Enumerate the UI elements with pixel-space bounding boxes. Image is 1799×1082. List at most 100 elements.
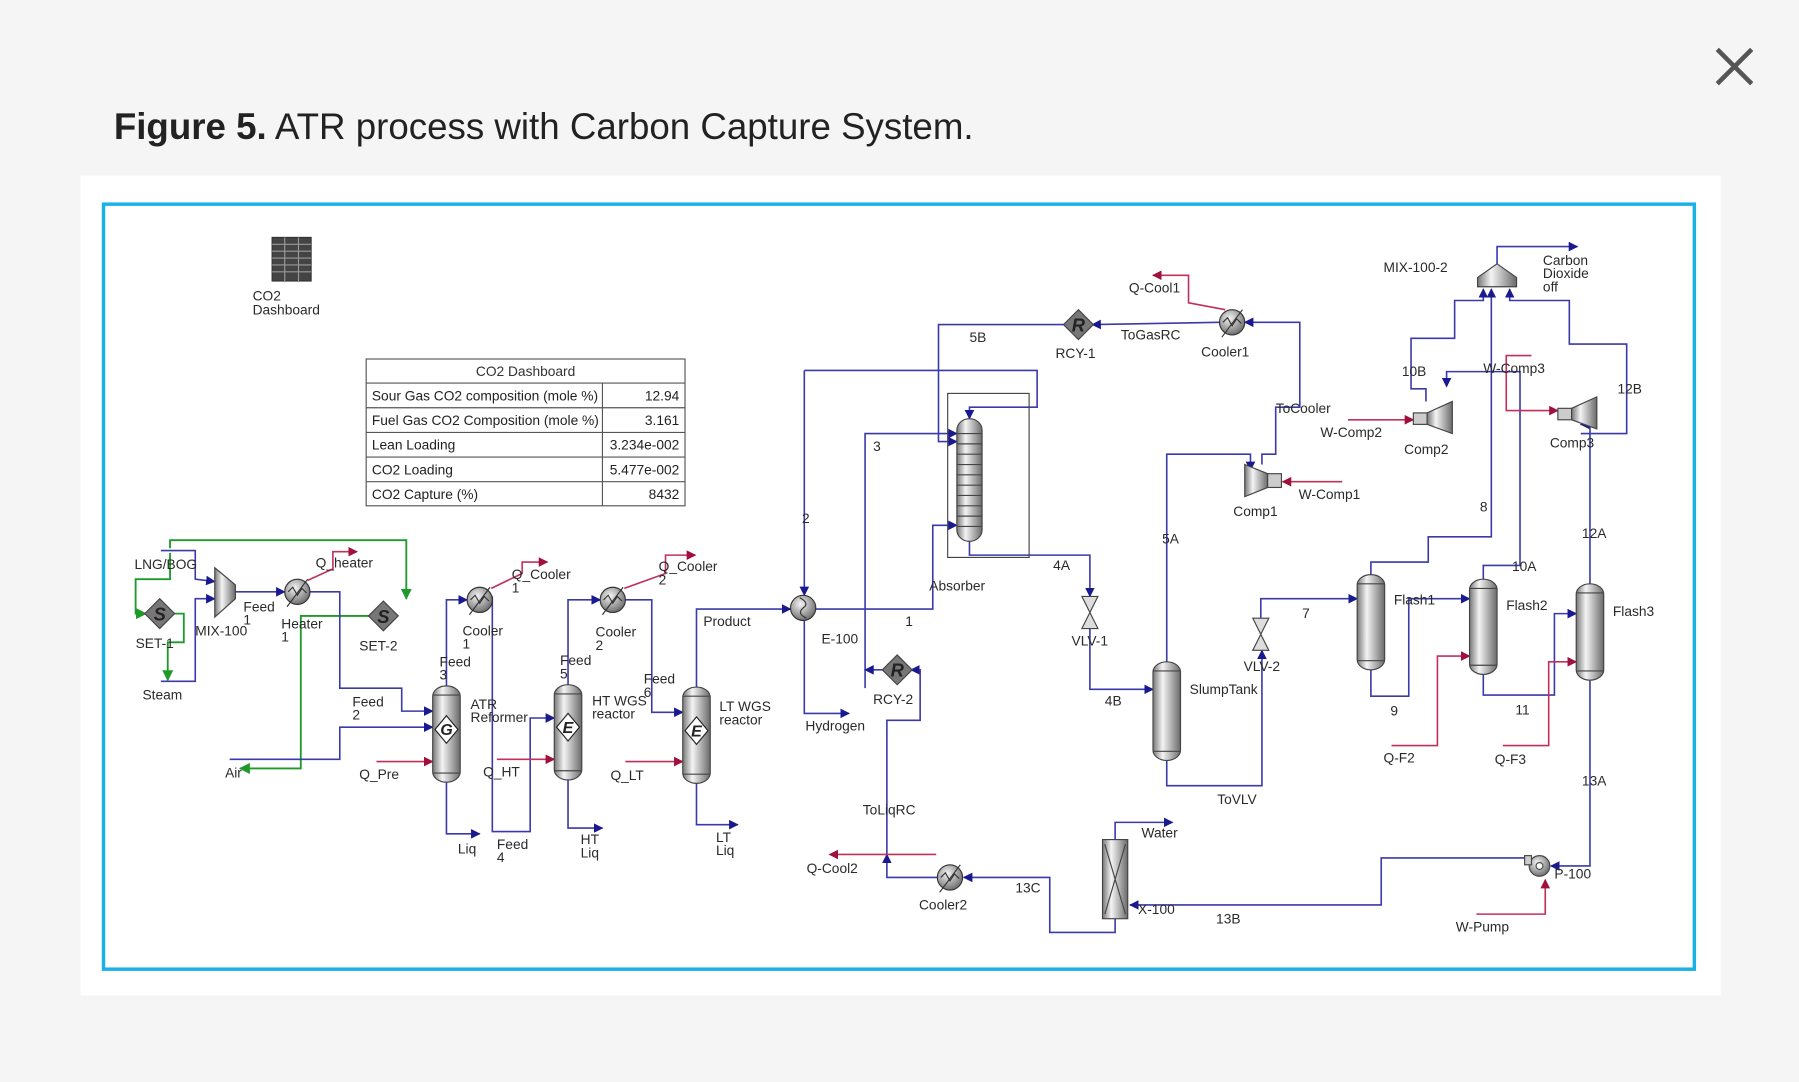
stream-5a[interactable]: [1165, 453, 1256, 662]
x-100-unit[interactable]: [1101, 839, 1129, 920]
stream-3[interactable]: [864, 428, 958, 689]
energy-q-f3[interactable]: [1502, 656, 1578, 747]
table-row-label: CO2 Capture (%): [372, 487, 478, 502]
comp2-unit[interactable]: [1412, 400, 1453, 435]
stream-togasrc[interactable]: [1091, 319, 1220, 330]
stream-4b[interactable]: [1089, 628, 1154, 695]
stream-water[interactable]: [1114, 817, 1174, 840]
mix-100-unit[interactable]: [214, 566, 236, 619]
vlv-2-unit[interactable]: [1251, 617, 1270, 651]
stream-13a[interactable]: [1550, 680, 1591, 871]
stream-air[interactable]: [229, 722, 434, 761]
label-s10b: 10B: [1402, 364, 1426, 379]
stream-toliqrc[interactable]: [886, 665, 921, 855]
stream-12b[interactable]: [1504, 288, 1628, 435]
vlv-1-unit[interactable]: [1080, 595, 1099, 630]
stream-product[interactable]: [695, 604, 792, 688]
stream-tocooler[interactable]: [1243, 317, 1301, 465]
set-line[interactable]: [238, 615, 370, 774]
stream-feed-3[interactable]: [445, 595, 469, 686]
energy-w-pump[interactable]: [1476, 878, 1551, 915]
stream-10a[interactable]: [1441, 370, 1521, 580]
label-lt-liq: LT: [716, 830, 732, 845]
energy-q-cooler1[interactable]: [490, 557, 549, 590]
lt-wgs-reactor-unit[interactable]: E: [682, 686, 711, 784]
cooler-2-unit[interactable]: [599, 586, 626, 616]
label-lng-bog: LNG/BOG: [134, 557, 197, 572]
comp1-unit[interactable]: [1244, 463, 1283, 498]
energy-q-f2[interactable]: [1391, 651, 1471, 747]
reactor-type-glyph: G: [440, 721, 452, 739]
spreadsheet-icon[interactable]: [271, 236, 312, 282]
cooler-1-unit[interactable]: [466, 586, 493, 616]
label-q-cooler1: Q_Cooler: [512, 567, 571, 582]
stream-9[interactable]: [1370, 593, 1471, 698]
unit-glyph: R: [1072, 314, 1086, 335]
flash1-unit[interactable]: [1356, 574, 1386, 671]
stream-1[interactable]: [815, 520, 958, 610]
stream-lt-liq[interactable]: [695, 783, 739, 830]
flash3-unit[interactable]: [1575, 583, 1605, 681]
stream-steam[interactable]: [160, 593, 216, 683]
set-1-unit[interactable]: S: [143, 597, 176, 630]
stream-7[interactable]: [1259, 593, 1359, 620]
reactor-type-glyph: E: [691, 722, 703, 740]
stream-feed-2[interactable]: [309, 591, 434, 716]
stream-cooler2-out[interactable]: [882, 853, 938, 879]
set-line[interactable]: [162, 612, 185, 682]
stream-loop[interactable]: [804, 369, 1038, 420]
cooler1-unit[interactable]: [1218, 309, 1246, 338]
label-q-heater: Q_heater: [316, 556, 374, 571]
energy-q-heater[interactable]: [307, 546, 358, 582]
label-co2-off: Dioxide: [1543, 266, 1589, 281]
rcy-1-unit[interactable]: R: [1062, 308, 1095, 341]
mix-100-2-unit[interactable]: [1476, 263, 1518, 288]
close-x-icon[interactable]: [1709, 41, 1759, 91]
p-100-pump-unit[interactable]: [1524, 855, 1551, 877]
stream-lng-bog[interactable]: [160, 549, 216, 586]
figure-caption: Figure 5. ATR process with Carbon Captur…: [114, 106, 974, 147]
stream-8[interactable]: [1370, 288, 1497, 575]
label-w-comp3: W-Comp3: [1483, 361, 1545, 376]
label-s3: 3: [873, 439, 881, 454]
stream-feed-5[interactable]: [567, 595, 602, 685]
stream-13b[interactable]: [1129, 857, 1530, 910]
stream-liq[interactable]: [445, 782, 481, 839]
stream-co2-off[interactable]: [1496, 241, 1579, 264]
table-row-value: 8432: [649, 487, 680, 502]
atr-reformer-unit[interactable]: G: [432, 685, 461, 783]
set-2-unit[interactable]: S: [367, 600, 400, 632]
label-cooler2a: 2: [596, 638, 604, 653]
label-q-ht: Q_HT: [483, 764, 520, 779]
stream-feed-4[interactable]: [491, 596, 556, 833]
e-100-unit[interactable]: [789, 594, 817, 622]
stream-ht-liq[interactable]: [567, 779, 604, 833]
stream-11[interactable]: [1482, 608, 1578, 696]
energy-q-cooler2[interactable]: [623, 550, 697, 590]
caption-label: Figure 5.: [114, 106, 267, 147]
set-line[interactable]: [134, 552, 171, 620]
absorber-unit[interactable]: [947, 392, 1030, 558]
heater-1-unit[interactable]: [284, 578, 311, 608]
rcy-2-unit[interactable]: R: [881, 654, 913, 686]
energy-w-comp3[interactable]: [1505, 354, 1559, 416]
stream-tovlv[interactable]: [1165, 649, 1267, 787]
label-e100: E-100: [822, 631, 859, 646]
ht-wgs-reactor-unit[interactable]: E: [553, 684, 583, 781]
energy-q-cool1[interactable]: [1152, 270, 1226, 311]
label-w-comp1: W-Comp1: [1299, 487, 1361, 502]
flash2-unit[interactable]: [1468, 578, 1498, 675]
comp3-unit[interactable]: [1557, 395, 1598, 430]
reactor-type-glyph: E: [563, 719, 575, 737]
set-line[interactable]: [169, 539, 412, 600]
stream-13c[interactable]: [962, 872, 1116, 934]
stream-10b[interactable]: [1410, 288, 1489, 402]
slump-tank-unit[interactable]: [1152, 661, 1182, 762]
label-comp2: Comp2: [1404, 442, 1448, 457]
label-cooler2a: Cooler: [596, 625, 637, 640]
unit-glyph: S: [377, 606, 390, 627]
cooler2-unit[interactable]: [936, 864, 964, 893]
stream-feed-6[interactable]: [625, 599, 684, 718]
stream-hydrogen[interactable]: [803, 620, 850, 719]
